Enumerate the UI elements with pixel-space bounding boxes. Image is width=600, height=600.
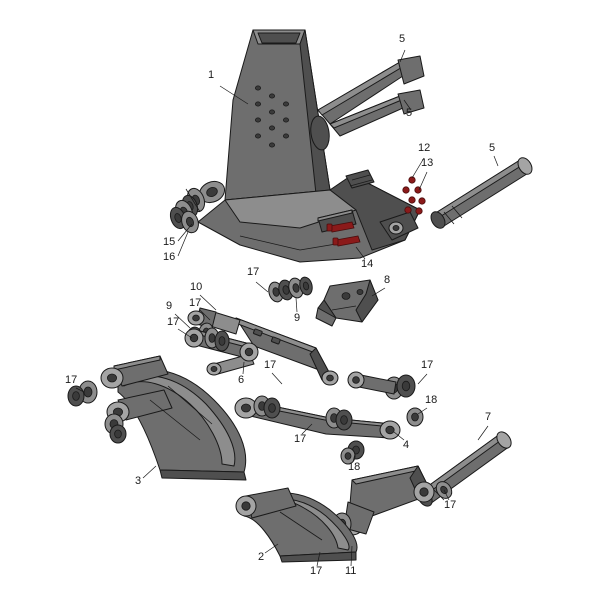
part-3-left-blade xyxy=(100,355,247,481)
part-9-washers xyxy=(268,276,313,303)
callout-6: 6 xyxy=(238,374,245,386)
part-10-6-cylinder xyxy=(186,307,339,386)
callout-18a: 18 xyxy=(425,394,438,406)
callout-1: 1 xyxy=(208,69,215,81)
callout-14: 14 xyxy=(361,258,374,270)
callout-leader-lines xyxy=(75,49,499,567)
callout-17i: 17 xyxy=(310,565,323,577)
callout-9a: 9 xyxy=(166,300,173,312)
part-7-long-pin xyxy=(417,431,512,507)
callout-5b: 5 xyxy=(406,107,413,119)
callout-17a: 17 xyxy=(247,266,260,278)
callout-17g: 17 xyxy=(294,433,307,445)
callout-10: 10 xyxy=(190,281,203,293)
callout-3: 3 xyxy=(135,475,142,487)
callout-17h: 17 xyxy=(444,499,457,511)
part-17-washers-right xyxy=(347,371,416,400)
callout-9b: 9 xyxy=(294,312,301,324)
callout-7: 7 xyxy=(485,411,492,423)
callout-5c: 5 xyxy=(489,142,496,154)
callout-17c: 17 xyxy=(167,316,180,328)
callout-8: 8 xyxy=(384,274,391,286)
callout-17d: 17 xyxy=(264,359,277,371)
callout-17e: 17 xyxy=(65,374,78,386)
part-18-bushings xyxy=(340,407,424,465)
callout-17b: 17 xyxy=(189,297,202,309)
part-8-bracket-plate xyxy=(315,279,379,327)
callout-2: 2 xyxy=(258,551,265,563)
callout-17f: 17 xyxy=(421,359,434,371)
part-14-red-bolts xyxy=(326,221,361,247)
part-9-link-arm-upper xyxy=(184,327,259,362)
callout-4: 4 xyxy=(403,439,410,451)
callout-5a: 5 xyxy=(399,33,406,45)
part-5-long-pin xyxy=(430,157,533,229)
part-2-lower-blade xyxy=(235,487,358,563)
callout-11: 11 xyxy=(345,565,357,577)
part-4-lower-link xyxy=(234,395,401,440)
callout-16: 16 xyxy=(163,251,176,263)
callout-15: 15 xyxy=(163,236,176,248)
part-1-main-frame xyxy=(197,29,425,263)
callout-12: 12 xyxy=(418,142,431,154)
callout-18b: 18 xyxy=(348,461,361,473)
callout-13: 13 xyxy=(421,157,434,169)
part-15-16-bushing-stack xyxy=(169,187,206,234)
